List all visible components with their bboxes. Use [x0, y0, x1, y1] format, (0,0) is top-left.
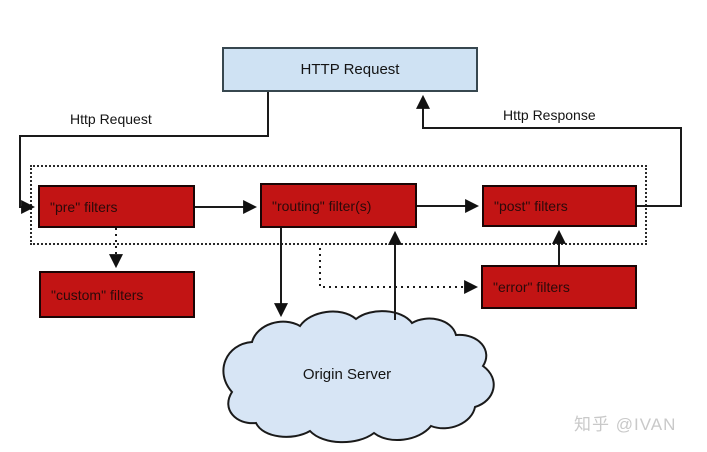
error-filters-label: "error" filters: [493, 279, 570, 295]
watermark-text: 知乎 @IVAN: [574, 415, 677, 434]
error-filters-box: "error" filters: [481, 265, 637, 309]
routing-filters-box: "routing" filter(s): [260, 183, 417, 228]
http-request-box: HTTP Request: [222, 47, 478, 92]
custom-filters-label: "custom" filters: [51, 286, 144, 303]
http-request-flow-label: Http Request: [70, 111, 152, 127]
routing-to-error-dotted-arrow: [319, 248, 479, 294]
origin-server-label: Origin Server: [302, 366, 392, 383]
pre-filters-label: "pre" filters: [50, 198, 118, 215]
pre-filters-box: "pre" filters: [38, 185, 195, 228]
routing-filters-label: "routing" filter(s): [272, 197, 372, 214]
post-filters-box: "post" filters: [482, 185, 637, 227]
http-response-flow-label: Http Response: [503, 107, 596, 123]
custom-filters-box: "custom" filters: [39, 271, 195, 318]
http-request-label: HTTP Request: [300, 61, 400, 78]
post-filters-label: "post" filters: [494, 198, 568, 214]
